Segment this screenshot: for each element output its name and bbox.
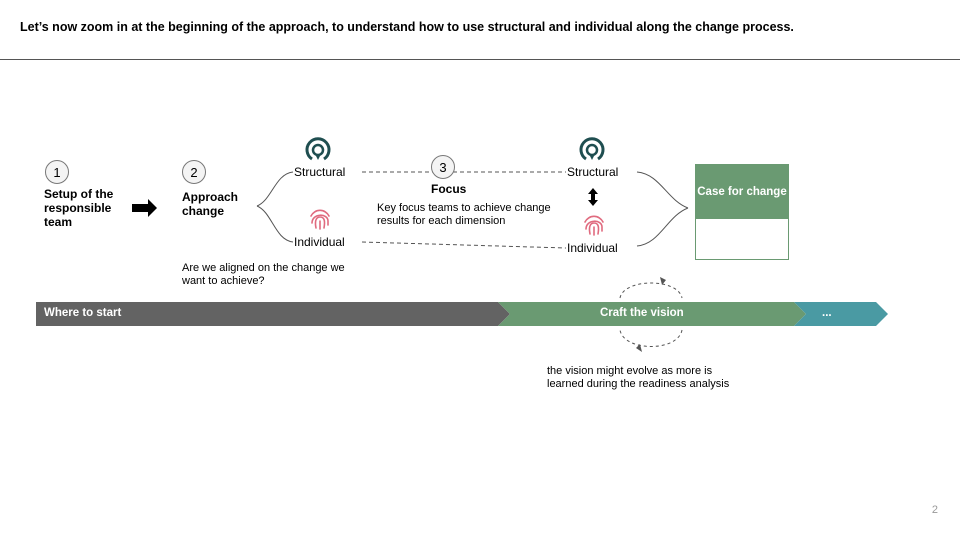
- individual-label: Individual: [567, 241, 618, 255]
- case-for-change-box: Case for change: [695, 164, 789, 260]
- cycle-arrowhead-bottom: [636, 344, 642, 352]
- cycle-arrowhead-top: [660, 277, 666, 285]
- step-1-number: 1: [45, 160, 69, 184]
- phase-label-craft-vision: Craft the vision: [600, 307, 684, 319]
- step-2-number: 2: [182, 160, 206, 184]
- branch-curve-lower: [256, 205, 294, 243]
- dashed-line-individual: [361, 241, 567, 249]
- vision-note: the vision might evolve as more is learn…: [547, 365, 730, 390]
- page-title: Let’s now zoom in at the beginning of th…: [20, 20, 794, 34]
- phase-label-where-to-start: Where to start: [44, 307, 122, 319]
- cycle-arrow-bottom: [619, 329, 683, 347]
- step-3-label: Focus: [431, 182, 467, 196]
- structural-label: Structural: [294, 165, 346, 179]
- header-divider: [0, 59, 960, 60]
- phase-bar-craft-vision: [498, 302, 806, 326]
- step-2-label: Approach change: [182, 190, 239, 218]
- step-arrow: [132, 199, 157, 217]
- double-arrow-icon: [588, 188, 598, 206]
- case-for-change-label: Case for change: [696, 165, 788, 219]
- step-3-number: 3: [431, 155, 455, 179]
- phase-bar-where-to-start: [36, 302, 510, 326]
- phase-label-next: ...: [822, 307, 832, 319]
- step-3-description: Key focus teams to achieve change result…: [377, 202, 551, 227]
- structural-icon: [579, 137, 605, 161]
- merge-curve-lower: [636, 207, 689, 247]
- individual-label: Individual: [294, 235, 345, 249]
- merge-curve-upper: [636, 171, 689, 209]
- fingerprint-icon: [584, 215, 604, 236]
- structural-icon: [305, 137, 331, 161]
- phase-bar-next: [794, 302, 888, 326]
- structural-label: Structural: [567, 165, 619, 179]
- fingerprint-icon: [310, 209, 330, 230]
- page-number: 2: [931, 504, 938, 516]
- step-1-label: Setup of the responsible team: [44, 187, 114, 229]
- step-2-question: Are we aligned on the change we want to …: [182, 262, 345, 287]
- cycle-arrow-top: [619, 282, 683, 299]
- branch-curve-upper: [256, 171, 294, 207]
